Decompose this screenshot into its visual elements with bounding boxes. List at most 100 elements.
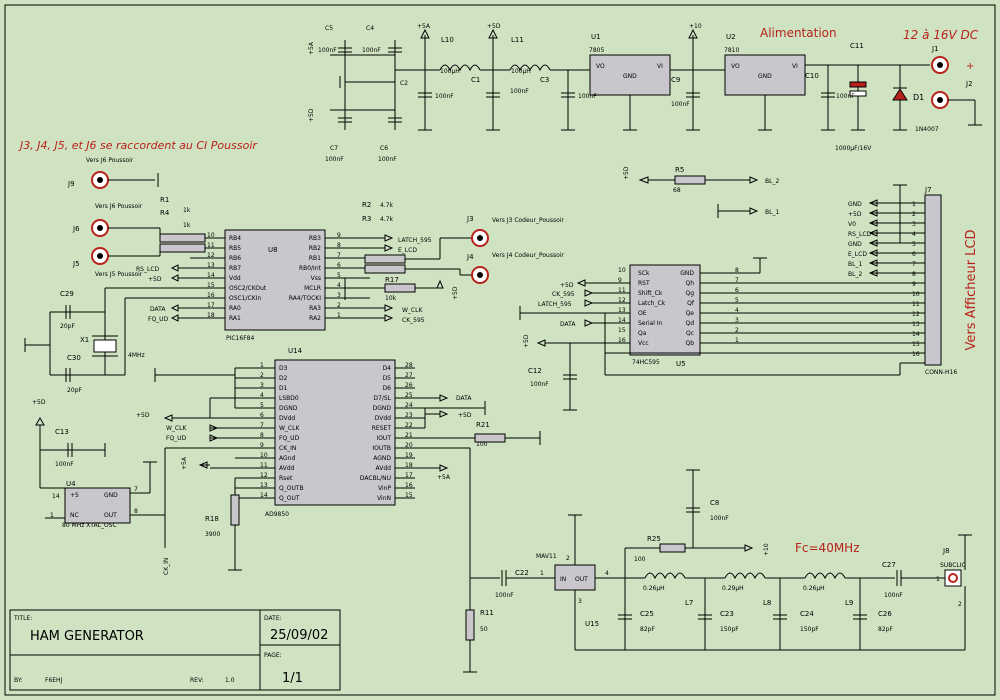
u5-pin-5-name: Qf bbox=[687, 300, 695, 307]
capacitor-c10 bbox=[821, 92, 835, 98]
c7-value: 100nF bbox=[325, 156, 344, 163]
u14-pin-6-number: 6 bbox=[260, 412, 264, 419]
net-ck595-u5: CK_595 bbox=[552, 291, 575, 298]
u14-pin-5-name: DGND bbox=[279, 405, 298, 412]
u8-pin-11-number: 11 bbox=[207, 242, 215, 249]
c1-label: C1 bbox=[471, 76, 480, 84]
u8-pin-11-name: RB5 bbox=[229, 245, 241, 252]
u5-pin-15-number: 15 bbox=[618, 327, 626, 334]
j7-pin-16: 16 bbox=[912, 351, 920, 358]
p5d-label: +5D bbox=[487, 23, 501, 30]
p10-label: +10 bbox=[689, 23, 702, 30]
part-l7v: 0.29µH bbox=[722, 585, 744, 592]
part-j3n: Vers J3 Codeur_Poussoir bbox=[492, 217, 564, 224]
u14-pin-10-name: AGnd bbox=[279, 455, 295, 462]
u15-part: MAV11 bbox=[536, 553, 557, 560]
c3-value: 100nF bbox=[578, 93, 597, 100]
net-labels: LATCH_595E_LCDRS_LCD+5DDATAFQ_UDW_CLKCK_… bbox=[32, 166, 779, 575]
part-j5: J5 bbox=[72, 260, 80, 268]
capacitor-c11 bbox=[849, 81, 867, 88]
part-r21: R21 bbox=[476, 421, 490, 429]
u5-pin-16-name: Vcc bbox=[638, 340, 649, 347]
u14-pin-9-name: CK_IN bbox=[279, 445, 296, 452]
d1-label: D1 bbox=[913, 93, 924, 102]
part-r3v: 4.7k bbox=[380, 216, 394, 223]
u8-pin-3-name: RA4/TOCKI bbox=[289, 295, 321, 302]
u14-pin-16-number: 16 bbox=[405, 482, 413, 489]
u14-pin-20-name: IOUTB bbox=[372, 445, 391, 452]
c3-label: C3 bbox=[540, 76, 549, 84]
j7-pin-1: 1 bbox=[912, 201, 916, 208]
j7-pin-11: 11 bbox=[912, 301, 920, 308]
u2-label: U2 bbox=[726, 33, 736, 41]
j7-pin-9: 9 bbox=[912, 281, 916, 288]
u14-pin-13-name: Q_OUTB bbox=[279, 485, 304, 492]
j7-pin-8: 8 bbox=[912, 271, 916, 278]
u14-pin-15-number: 15 bbox=[405, 492, 413, 499]
power-supply bbox=[330, 28, 982, 131]
c5-value: 100nF bbox=[318, 47, 337, 54]
u8-pin-14-number: 14 bbox=[207, 272, 215, 279]
part-j5n: Vers J5 Poussoir bbox=[95, 271, 143, 278]
net-p5a-u14r: +5A bbox=[437, 474, 451, 481]
part-l7: L7 bbox=[685, 599, 693, 607]
u8-pin-10-name: RB4 bbox=[229, 235, 241, 242]
u14-pin-4-name: LSBD0 bbox=[279, 395, 299, 402]
u4-pin1-num: 1 bbox=[50, 512, 54, 519]
net-latch595-u5: LATCH_595 bbox=[538, 301, 572, 308]
l11-label: L11 bbox=[511, 36, 524, 44]
part-c29v: 20pF bbox=[60, 323, 75, 330]
c10-value: 100nF bbox=[836, 93, 855, 100]
u15-pin2: 2 bbox=[566, 555, 570, 562]
part-j3: J3 bbox=[466, 215, 474, 223]
capacitor-c2 bbox=[418, 92, 432, 98]
l10-label: L10 bbox=[441, 36, 454, 44]
u4-pin1-name: NC bbox=[70, 512, 79, 519]
u14-pin-14-name: Q_OUT bbox=[279, 495, 300, 502]
j7-signal-3: RS_LCD bbox=[848, 231, 872, 238]
j7-signal-2: V0 bbox=[848, 221, 856, 228]
u8-pin-10-number: 10 bbox=[207, 232, 215, 239]
pic-u8 bbox=[190, 229, 370, 331]
j7-signal-7: BL_2 bbox=[848, 271, 862, 278]
j7-pin-5: 5 bbox=[912, 241, 916, 248]
u8-pin-13-name: RB7 bbox=[229, 265, 241, 272]
j7-signal-4: GND bbox=[848, 241, 862, 248]
u14-pin-17-name: DACBL/NU bbox=[360, 475, 391, 482]
u5-pin-14-name: Serial In bbox=[638, 320, 663, 327]
l11-value: 100µH bbox=[511, 68, 531, 75]
u14-pin-27-name: D5 bbox=[383, 375, 392, 382]
part-r21v: 100 bbox=[476, 441, 488, 448]
u5-pin-11-name: Shift_Ck bbox=[638, 290, 663, 297]
u5-pin-9-name: RST bbox=[638, 280, 650, 287]
part-j8p1: 1 bbox=[936, 576, 940, 583]
u8-pin-14-name: Vdd bbox=[229, 275, 241, 282]
u2-vo: VO bbox=[731, 63, 740, 70]
u1-vo: VO bbox=[596, 63, 605, 70]
net-data-u14: DATA bbox=[456, 395, 472, 402]
capacitor-c5 bbox=[338, 47, 352, 53]
j7-ref: J7 bbox=[924, 186, 932, 194]
supply-voltage-label: 12 à 16V DC bbox=[903, 28, 979, 42]
u14-pin-3-number: 3 bbox=[260, 382, 264, 389]
part-r25v: 100 bbox=[634, 556, 646, 563]
u8-pin-1-number: 1 bbox=[337, 312, 341, 319]
u14-pin-11-number: 11 bbox=[260, 462, 268, 469]
j7-part: CONN-H16 bbox=[925, 369, 957, 376]
j2-label: J2 bbox=[965, 80, 973, 88]
u8-pin-12-number: 12 bbox=[207, 252, 215, 259]
u8-pin-5-number: 5 bbox=[337, 272, 341, 279]
u4-pin14-name: +5 bbox=[70, 492, 79, 499]
u5-pin-13-number: 13 bbox=[618, 307, 626, 314]
u1-gnd: GND bbox=[623, 73, 637, 80]
u4-pin14-num: 14 bbox=[52, 493, 60, 500]
u8-pin-15-name: OSC2/CKOut bbox=[229, 285, 267, 292]
u1-vi: VI bbox=[657, 63, 663, 70]
j7-pin-4: 4 bbox=[912, 231, 916, 238]
part-c23v: 150pF bbox=[720, 626, 739, 633]
part-j9n: Vers J6 Poussoir bbox=[86, 157, 134, 164]
